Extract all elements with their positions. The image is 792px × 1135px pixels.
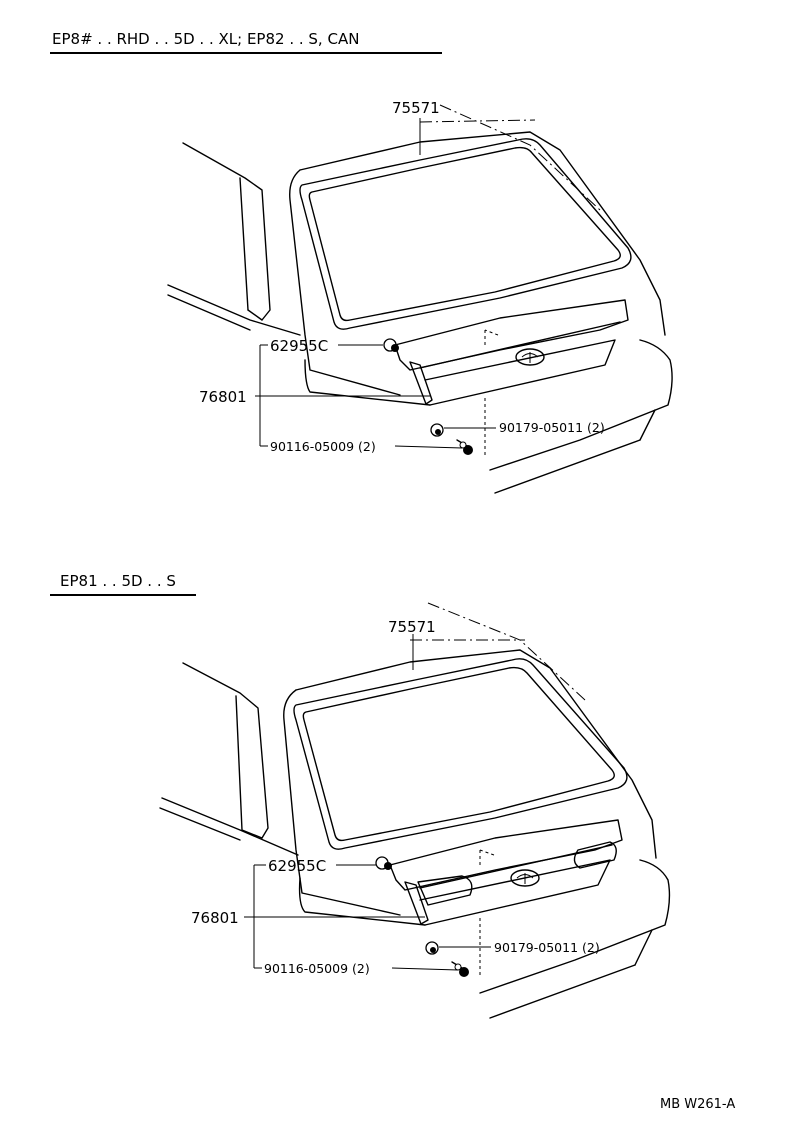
label-90179: 90179-05011 (2) xyxy=(494,940,600,955)
label-90116: 90116-05009 (2) xyxy=(264,961,370,976)
label-75571: 75571 xyxy=(392,99,440,117)
section-2-header: EP81 . . 5D . . S xyxy=(60,572,176,590)
section-1: EP8# . . RHD . . 5D . . XL; EP82 . . S, … xyxy=(50,30,673,494)
label-90116: 90116-05009 (2) xyxy=(270,439,376,454)
section-2: EP81 . . 5D . . S xyxy=(50,572,671,1019)
label-76801: 76801 xyxy=(191,909,239,927)
label-90179: 90179-05011 (2) xyxy=(499,420,605,435)
label-62955c: 62955C xyxy=(270,337,328,355)
label-75571: 75571 xyxy=(388,618,436,636)
label-76801: 76801 xyxy=(199,388,247,406)
diagram-code: MB W261-A xyxy=(660,1097,735,1112)
label-62955c: 62955C xyxy=(268,857,326,875)
section-2-car-body xyxy=(159,602,671,1019)
section-1-car-body xyxy=(167,104,673,494)
section-1-header: EP8# . . RHD . . 5D . . XL; EP82 . . S, … xyxy=(52,30,359,48)
section-1-leaders xyxy=(255,118,496,449)
section-2-leaders xyxy=(244,634,491,971)
